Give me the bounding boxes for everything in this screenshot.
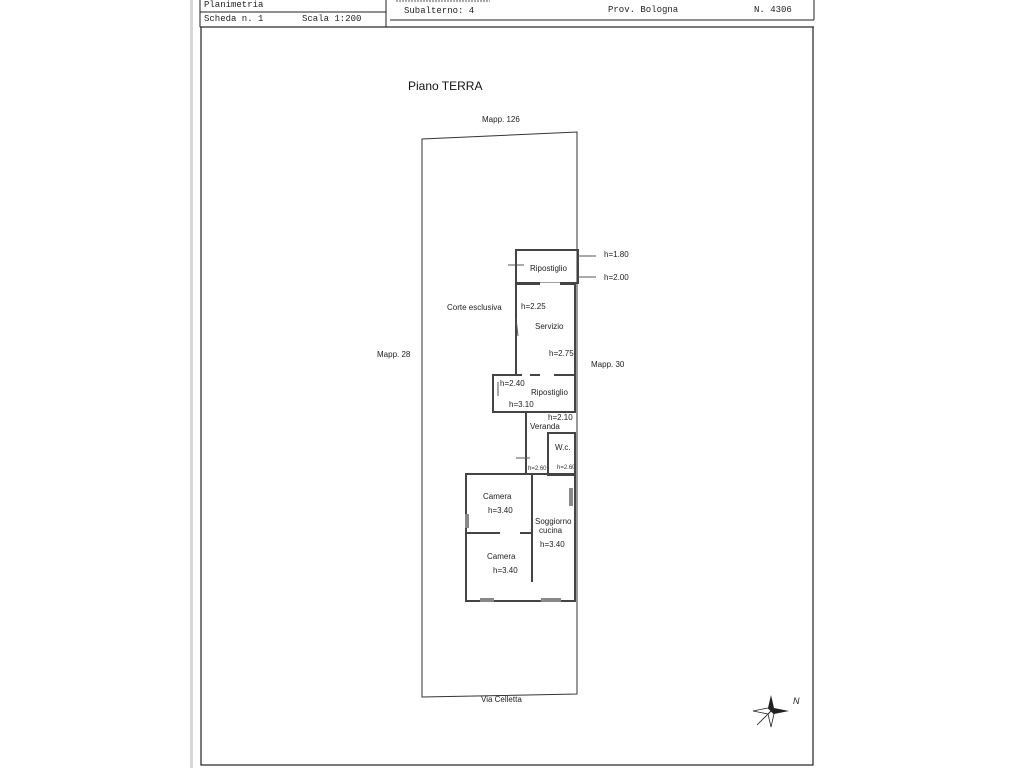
label-veranda: Veranda bbox=[530, 422, 560, 431]
height-rip-mid-a: h=2.40 bbox=[500, 379, 525, 388]
label-ripostiglio-top: Ripostiglio bbox=[530, 264, 567, 273]
floor-title: Piano TERRA bbox=[408, 79, 482, 93]
drawing-frame bbox=[200, 26, 814, 766]
label-camera-1: Camera bbox=[483, 492, 512, 501]
street-label: Via Celletta bbox=[481, 695, 522, 704]
label-ripostiglio-mid: Ripostiglio bbox=[531, 388, 568, 397]
height-veranda: h=2.10 bbox=[548, 413, 573, 422]
header-provincia: Prov. Bologna bbox=[608, 5, 679, 15]
height-rip-top-b: h=2.00 bbox=[604, 273, 629, 282]
north-label: N bbox=[793, 696, 800, 706]
height-servizio-a: h=2.25 bbox=[521, 302, 546, 311]
room-ripostiglio-mid bbox=[492, 374, 576, 413]
height-wc-small: h=2.60 bbox=[557, 465, 576, 471]
height-servizio-b: h=2.75 bbox=[549, 349, 574, 358]
height-rip-mid-b: h=3.10 bbox=[509, 400, 534, 409]
room-main-house bbox=[465, 473, 576, 602]
header-scheda: Scheda n. 1 bbox=[204, 14, 264, 24]
label-cucina: cucina bbox=[539, 526, 563, 535]
courtyard-label: Corte esclusiva bbox=[447, 303, 502, 312]
neighbor-north-label: Mapp. 126 bbox=[482, 115, 520, 124]
window-marks bbox=[465, 488, 573, 602]
height-camera-2: h=3.40 bbox=[493, 566, 518, 575]
label-soggiorno: Soggiorno bbox=[535, 517, 572, 526]
label-wc: W.c. bbox=[555, 443, 571, 452]
height-soggiorno: h=3.40 bbox=[540, 540, 565, 549]
door-openings bbox=[500, 282, 577, 535]
label-servizio: Servizio bbox=[535, 322, 564, 331]
north-arrow-icon bbox=[752, 695, 789, 728]
neighbor-west-label: Mapp. 28 bbox=[377, 350, 411, 359]
header-scala: Scala 1:200 bbox=[302, 14, 362, 24]
header-planimetria: Planimetria bbox=[204, 0, 264, 10]
height-veranda-small: h=2.60 bbox=[528, 466, 547, 472]
plot-boundary bbox=[421, 131, 578, 698]
label-camera-2: Camera bbox=[487, 552, 516, 561]
sheet-edge bbox=[190, 0, 193, 768]
neighbor-east-label: Mapp. 30 bbox=[591, 360, 625, 369]
header-numero: N. 4306 bbox=[754, 5, 792, 15]
height-camera-1: h=3.40 bbox=[488, 506, 513, 515]
header-subalterno: Subalterno: 4 bbox=[404, 6, 475, 16]
height-rip-top-a: h=1.80 bbox=[604, 250, 629, 259]
